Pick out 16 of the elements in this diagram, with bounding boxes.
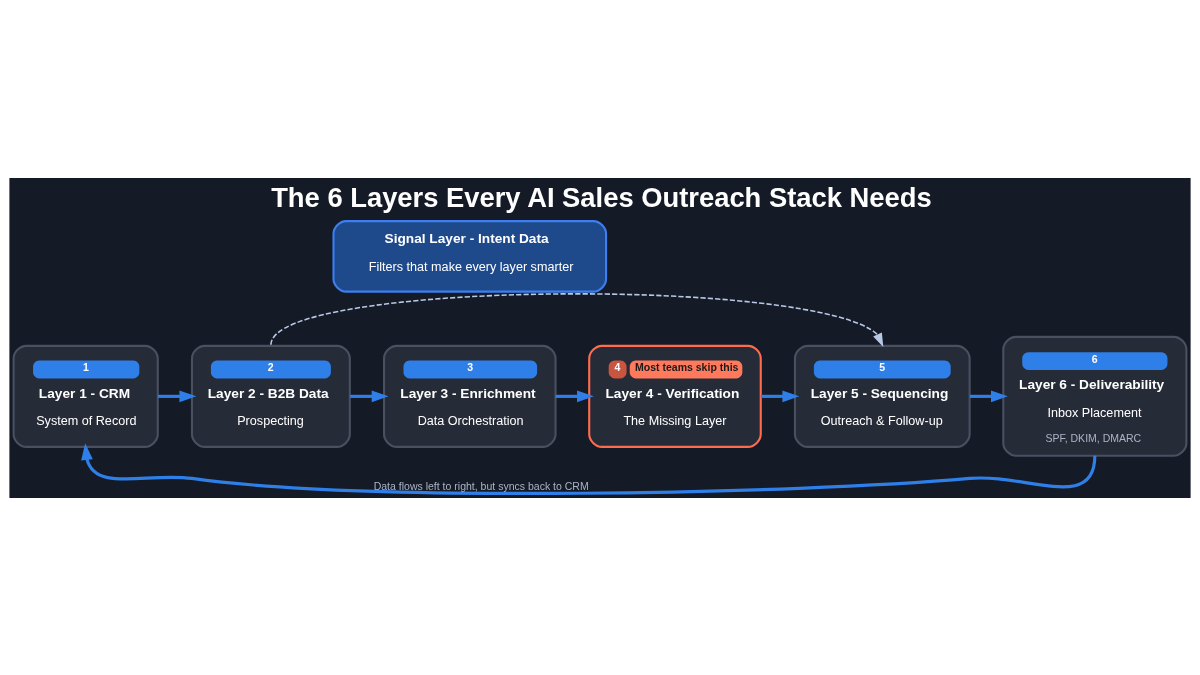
arrow	[350, 389, 389, 402]
arrow	[760, 389, 800, 402]
node-box: 1 Layer 1 - CRM System of Record	[12, 344, 159, 448]
node-box: 5 Layer 5 - Sequencing Outreach & Follow-up	[793, 344, 971, 448]
node-box: Signal Layer - Intent Data Filters that make every layer smarter	[332, 219, 608, 293]
node-box: 2 Layer 2 - B2B Data Prospecting	[190, 344, 351, 448]
node-box: 6 Layer 6 - Deliverability Inbox Placement SPF, DKIM, DMARC	[1002, 335, 1188, 457]
node-box: 4 Most teams skip this Layer 4 - Verification The Missing Layer	[588, 344, 762, 448]
diagram-title: The 6 Layers Every AI Sales Outreach Stack Needs	[271, 181, 932, 213]
arrow	[81, 442, 1097, 495]
arrow	[969, 389, 1008, 402]
arrow	[158, 389, 197, 402]
arrow	[270, 292, 884, 347]
arrow	[555, 389, 594, 402]
node-box: 3 Layer 3 - Enrichment Data Orchestration	[382, 344, 557, 448]
edge-label: Data flows left to right, but syncs back to CRM	[373, 479, 589, 492]
